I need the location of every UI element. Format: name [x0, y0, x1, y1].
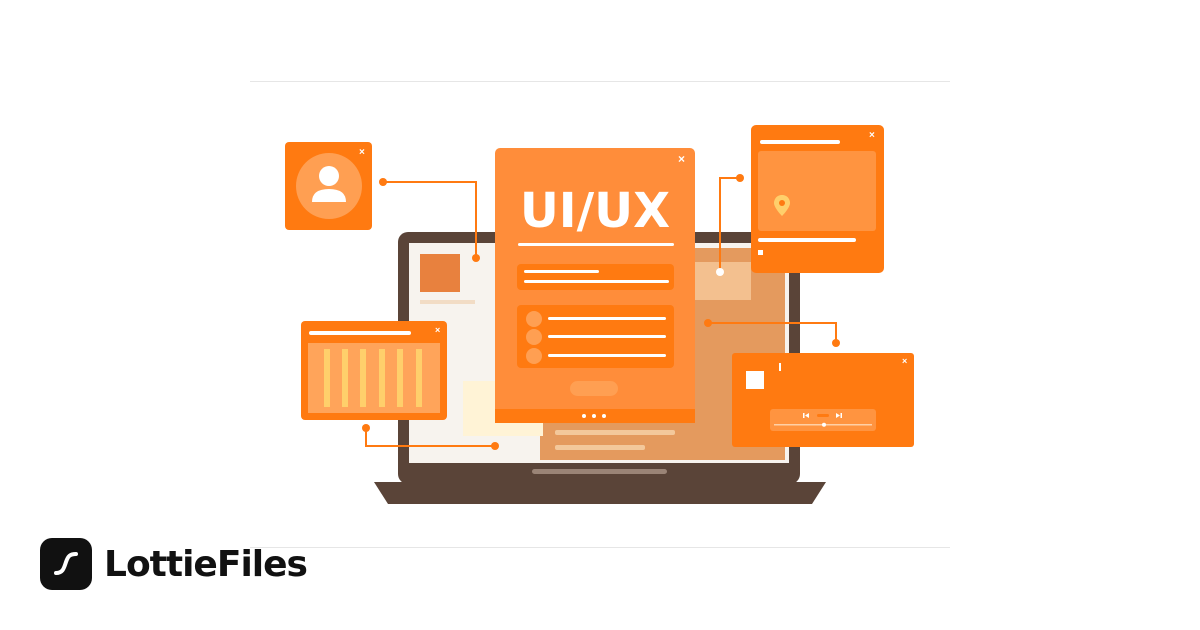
media-thumbnail: [746, 371, 764, 389]
skip-forward-icon: [836, 413, 842, 418]
hero-card: × UI/UX: [495, 148, 695, 423]
progress-knob: [822, 422, 826, 427]
hero-button: [570, 381, 618, 396]
close-icon: ×: [869, 130, 875, 141]
laptop-screen-button: [693, 262, 751, 300]
hero-list-items: [526, 311, 666, 364]
player-controls: [770, 409, 876, 431]
laptop-base: [374, 482, 826, 504]
map-area: [758, 151, 876, 231]
laptop-trackpad: [532, 469, 667, 474]
close-icon: ×: [435, 325, 440, 335]
brand-name: LottieFiles: [104, 543, 308, 585]
brand-logo[interactable]: LottieFiles: [40, 538, 308, 590]
connector-lines: [365, 177, 837, 447]
user-icon: [312, 166, 346, 202]
skip-back-icon: [803, 413, 809, 418]
connector-dots: [362, 174, 840, 450]
lottie-logo-icon: [40, 538, 92, 590]
play-icon: [817, 414, 829, 417]
bottom-divider: [250, 547, 950, 548]
close-icon: ×: [359, 147, 365, 158]
laptop-screen-photo: [420, 254, 460, 292]
top-divider: [250, 81, 950, 82]
chart-window: ×: [301, 321, 447, 420]
map-pin-icon: [774, 195, 790, 216]
pagination-dots: [582, 414, 606, 418]
close-icon: ×: [678, 152, 685, 166]
profile-card: ×: [285, 142, 372, 230]
hero-card-title: UI/UX: [520, 183, 670, 239]
map-window: ×: [751, 125, 884, 273]
chart-bars: [324, 349, 422, 407]
hero-input-box: [517, 264, 674, 290]
media-player-window: ×: [732, 353, 914, 447]
close-icon: ×: [902, 356, 907, 366]
